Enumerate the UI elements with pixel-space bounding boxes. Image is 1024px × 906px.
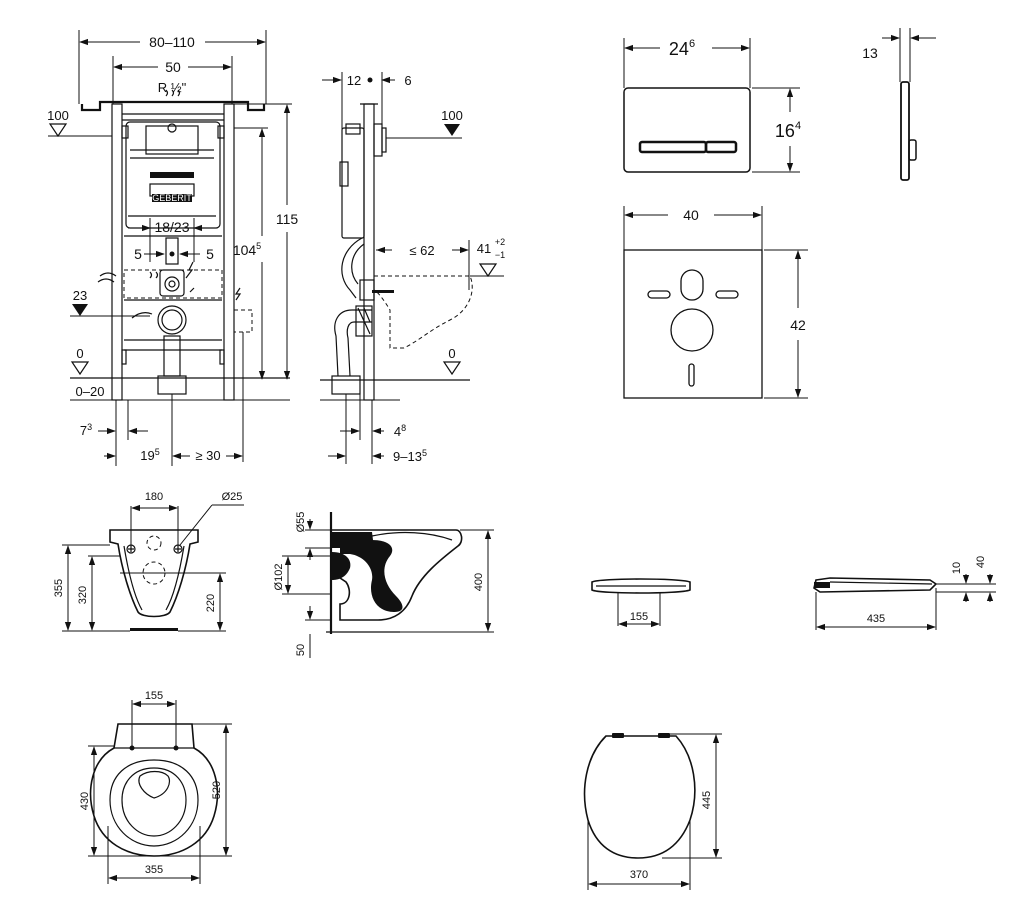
- floor-range-label: 0–20: [76, 384, 105, 399]
- bowl-front-view: 180 Ø25 355 320 220: [53, 491, 244, 632]
- flush-plate-body: [623, 87, 751, 173]
- plate-height-label: 16: [775, 121, 795, 141]
- svg-text:48: 48: [394, 423, 406, 439]
- seat-top-length-label: 445: [701, 791, 713, 809]
- svg-text:1045: 1045: [233, 241, 261, 258]
- pan-tolerance-plus: +2: [495, 237, 505, 247]
- wall-thickness-sup: 5: [422, 448, 427, 458]
- svg-text:164: 164: [775, 120, 801, 141]
- svg-text:246: 246: [669, 38, 695, 59]
- side-drain-label: 4: [394, 424, 401, 439]
- seat-top-outline: [583, 735, 696, 859]
- seat-top-view: 445 370: [583, 733, 722, 890]
- pan-tolerance-minus: −1: [495, 250, 505, 260]
- side-floor-label: 0: [448, 346, 455, 361]
- bowl-top-hinge-label: 155: [145, 690, 163, 702]
- side-depth-label: 12: [347, 73, 361, 88]
- bowl-rim-height-label: 320: [77, 586, 89, 604]
- seat-side-view: 435 10 40: [813, 556, 996, 631]
- svg-text:195: 195: [140, 447, 159, 463]
- inlet-level-label: 23: [73, 288, 87, 303]
- outlet-offset-label: 50: [295, 644, 307, 656]
- frame-width-label: 50: [165, 59, 181, 75]
- frame-level-100-label: 100: [47, 108, 69, 123]
- side-drain-sup: 8: [401, 423, 406, 433]
- brand-logo: GEBERIT: [152, 193, 192, 203]
- bowl-side-outline: [330, 529, 463, 621]
- plate-width-label: 24: [669, 39, 689, 59]
- bowl-inner-length-label: 430: [79, 792, 91, 810]
- pad-width-label: 40: [683, 207, 699, 223]
- wall-thickness-label: 9–13: [393, 449, 422, 464]
- frame-width-range-label: 80–110: [149, 34, 195, 50]
- projection-label: ≤ 62: [409, 243, 434, 258]
- flush-button-small: [638, 140, 708, 154]
- outlet-diameter-label: Ø102: [273, 564, 285, 591]
- pad-height-label: 42: [790, 317, 806, 333]
- pan-height-label: 41: [477, 241, 491, 256]
- plate-height-sup: 4: [795, 120, 801, 132]
- seat-front-view: 155: [591, 578, 691, 628]
- side-level-100-label: 100: [441, 108, 463, 123]
- bolt-spacing-label: 18/23: [154, 219, 189, 235]
- seat-hinge-height-label: 10: [951, 562, 963, 574]
- power-offset-label: ≥ 30: [195, 448, 220, 463]
- svg-text:73: 73: [80, 422, 92, 438]
- seat-hinge-spacing-label: 155: [630, 611, 648, 623]
- bowl-bolt-spacing-label: 180: [145, 491, 163, 503]
- flush-plate: 246 164 13: [623, 28, 936, 181]
- bowl-total-length-label: 520: [211, 781, 223, 799]
- seat-length-label: 435: [867, 613, 885, 625]
- bowl-height-label: 400: [473, 573, 485, 591]
- bowl-top-view: 155 430 520 355: [79, 690, 232, 884]
- offset-left-label: 5: [134, 246, 142, 262]
- pad-outline: [623, 249, 763, 399]
- svg-text:9–135: 9–135: [393, 448, 427, 464]
- plate-side-profile: [900, 81, 910, 181]
- plate-thickness-label: 13: [862, 45, 878, 61]
- seat-total-height-label: 40: [975, 556, 987, 568]
- bowl-height-total-label: 355: [53, 579, 65, 597]
- drain-offset-sup: 5: [155, 447, 160, 457]
- foot-offset-sup: 3: [87, 422, 92, 432]
- foot-offset-label: 7: [80, 423, 87, 438]
- offset-right-label: 5: [206, 246, 214, 262]
- bowl-width-label: 355: [145, 864, 163, 876]
- sound-pad: 40 42: [623, 206, 808, 399]
- frame-height-total-label: 115: [276, 211, 299, 227]
- bowl-side-section: Ø55 Ø102 50 400: [273, 512, 494, 658]
- plate-width-sup: 6: [689, 38, 695, 50]
- frame-side-view: 12 6 100 ≤ 62 41 +2 −1: [320, 72, 505, 464]
- seat-top-width-label: 370: [630, 869, 648, 881]
- flush-button-large: [704, 140, 738, 154]
- floor-level-label: 0: [76, 346, 83, 361]
- bowl-hole-diameter-label: Ø25: [222, 491, 243, 503]
- drain-offset-label: 19: [140, 448, 154, 463]
- seat-front-outline: [591, 578, 691, 594]
- bowl-front-outline: [109, 529, 199, 618]
- seat-side-outline: [813, 577, 938, 593]
- water-thread-label: R ½": [158, 80, 187, 95]
- frame-mount-height-label: 104: [233, 242, 257, 258]
- bowl-outlet-height-label: 220: [205, 594, 217, 612]
- frame-front-view: 80–110 50 R ½" 100 GEBERIT: [47, 30, 298, 466]
- inlet-diameter-label: Ø55: [295, 512, 307, 533]
- frame-mount-height-sup: 5: [256, 241, 261, 251]
- side-gap-label: 6: [404, 73, 411, 88]
